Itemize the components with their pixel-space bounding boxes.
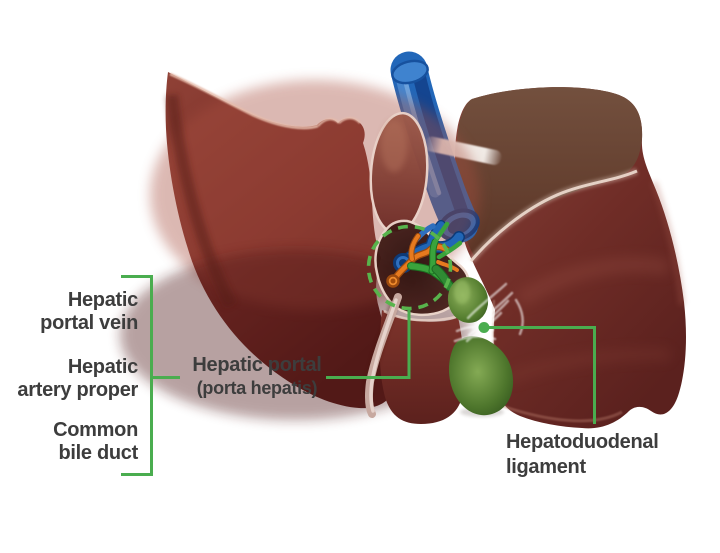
cystic-duct <box>432 265 454 291</box>
label-line: portal vein <box>40 312 138 334</box>
label-common-bile-duct: Common bile duct <box>53 419 138 465</box>
right-lobe-sheen <box>505 348 671 384</box>
round-ligament <box>363 293 402 418</box>
label-line: Hepatoduodenal <box>506 431 659 453</box>
label-line: Hepatic <box>67 289 138 311</box>
quadrate-body <box>379 310 465 424</box>
annotations <box>121 224 596 476</box>
hepatic-artery-branches <box>386 233 459 288</box>
gallbladder-neck-highlight <box>454 280 470 304</box>
label-line: bile duct <box>58 442 138 464</box>
left-lobe-top-rim <box>317 116 361 127</box>
label-hepatic-artery-proper: Hepatic artery proper <box>17 356 138 402</box>
label-line: artery proper <box>17 379 138 401</box>
label-line: (porta hepatis) <box>196 378 318 398</box>
left-lobe-edge-shade <box>166 94 237 308</box>
portal-triad-bracket <box>121 275 180 476</box>
right-lobe-edge-highlight <box>651 181 685 306</box>
bare-area <box>456 87 643 257</box>
gallbladder <box>431 264 525 417</box>
label-line: Hepatic portal <box>192 354 322 376</box>
caudate-lobe <box>369 111 429 235</box>
hepatic-portal-pointer-line <box>326 309 411 379</box>
label-line: ligament <box>506 456 586 478</box>
caudate-highlight <box>381 120 407 172</box>
label-hepatoduodenal-ligament: Hepatoduodenal ligament <box>506 430 659 480</box>
label-line: Hepatic <box>67 356 138 378</box>
right-lobe-rim-highlight <box>501 404 623 423</box>
coronary-ligament-seam-line <box>469 169 638 262</box>
ivc-top-cap <box>391 59 429 85</box>
label-hepatic-portal: Hepatic portal (porta hepatis) <box>184 354 330 400</box>
hepatoduodenal-pointer-dot <box>478 322 490 333</box>
right-lobe <box>455 87 686 429</box>
label-line: Common <box>53 419 138 441</box>
label-hepatic-portal-vein: Hepatic portal vein <box>40 289 138 335</box>
hepatoduodenal-pointer-line <box>489 326 596 424</box>
right-lobe-sheen <box>515 256 670 307</box>
left-lobe-top-rim <box>169 72 319 130</box>
gallbladder-fundus <box>448 336 514 416</box>
round-ligament-highlight <box>369 298 398 413</box>
porta-dashed-circle-annotation <box>366 224 453 311</box>
